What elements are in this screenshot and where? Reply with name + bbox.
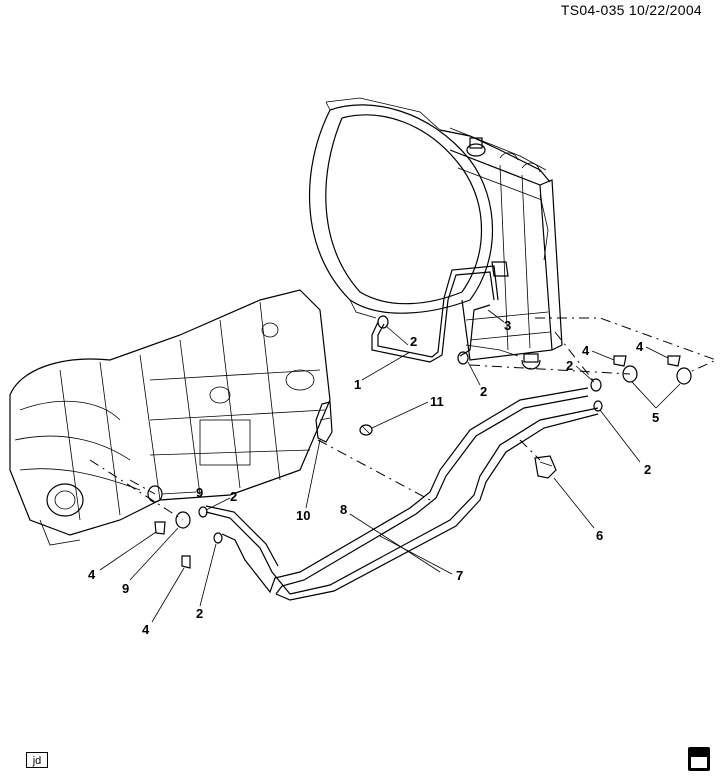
callout-2: 2	[196, 606, 203, 621]
mounting-bracket	[315, 401, 333, 443]
transmission-cooler-lines	[205, 387, 599, 601]
callout-2: 2	[230, 489, 237, 504]
callout-4: 4	[142, 622, 150, 637]
drawing-reference: TS04-035 10/22/2004	[560, 2, 702, 18]
callout-4: 4	[636, 339, 644, 354]
jd-badge: jd	[26, 752, 48, 768]
callout-9: 9	[122, 581, 129, 596]
callout-7: 7	[456, 568, 463, 583]
bracket-bolt	[359, 424, 373, 436]
callout-9: 9	[196, 485, 203, 500]
radiator-shroud-assembly	[309, 97, 563, 370]
callout-2: 2	[566, 358, 573, 373]
transmission-assembly	[9, 289, 331, 546]
callout-8: 8	[340, 502, 347, 517]
callout-10: 10	[296, 508, 310, 523]
callout-1: 1	[354, 377, 361, 392]
callout-3: 3	[504, 318, 511, 333]
radiator-cooler-lines	[371, 265, 499, 365]
callout-2: 2	[480, 384, 487, 399]
line-clamp	[519, 439, 557, 479]
callout-5: 5	[652, 410, 659, 425]
gm-logo-icon	[688, 747, 710, 771]
callout-11: 11	[430, 394, 444, 409]
callout-2: 2	[410, 334, 417, 349]
gm-logo-label-icon	[691, 757, 707, 768]
callout-6: 6	[596, 528, 603, 543]
callout-2: 2	[644, 462, 651, 477]
radiator-fittings	[469, 317, 718, 412]
callout-4: 4	[88, 567, 96, 582]
leader-lines	[99, 309, 681, 623]
callout-4: 4	[582, 343, 590, 358]
callout-labels: 1 2 2 2 2 2 2 3 4 4 4 4 5 6 7 8 9 9 10 1…	[88, 318, 659, 637]
